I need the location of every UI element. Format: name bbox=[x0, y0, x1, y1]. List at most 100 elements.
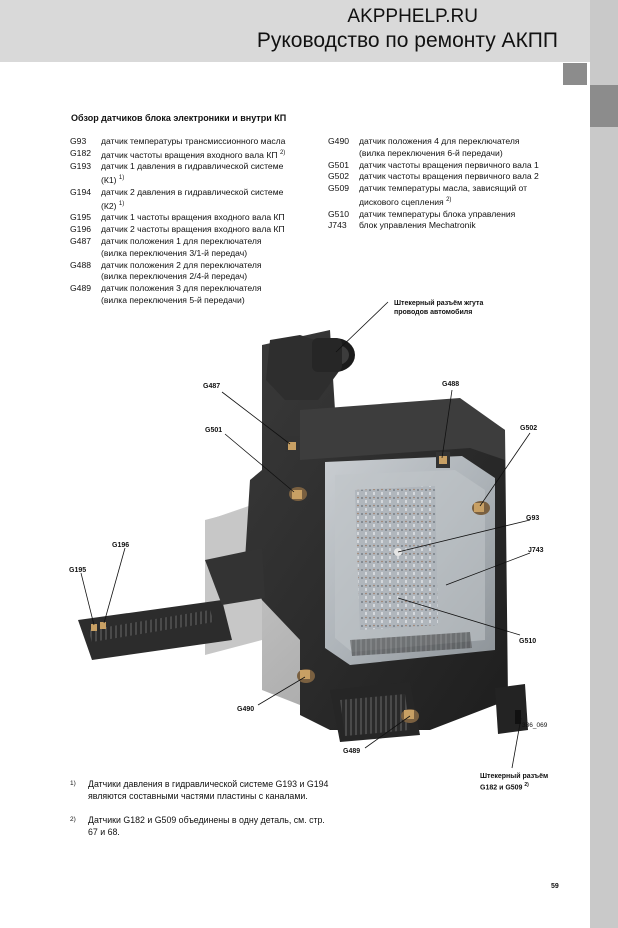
legend-item: G502 датчик частоты вращения первичного в… bbox=[328, 171, 568, 183]
harness-connector-label-line2: проводов автомобиля bbox=[394, 309, 473, 316]
legend-code: G487 bbox=[70, 235, 92, 246]
legend-code: G195 bbox=[70, 212, 92, 223]
footnote-mark: 2) bbox=[279, 149, 286, 156]
footnote-text: Датчики давления в гидравлической систем… bbox=[88, 779, 329, 801]
legend-description: датчик частоты вращения входного вала КП… bbox=[101, 148, 332, 162]
mechatronic-illustration bbox=[78, 301, 531, 769]
legend-description-line1: датчик частоты вращения первичного вала … bbox=[359, 171, 539, 182]
legend-description: датчик температуры блока управления bbox=[359, 209, 568, 221]
legend-code: G194 bbox=[70, 186, 92, 197]
legend-code: G490 bbox=[328, 136, 350, 146]
label-g510: G510 bbox=[519, 638, 537, 645]
plug-g182-g509-label: Штекерный разъём G182 и G509 2) bbox=[480, 772, 548, 792]
manual-title: Руководство по ремонту АКПП bbox=[256, 29, 558, 52]
legend-description-line2: (вилка переключения 5-й передачи) bbox=[101, 294, 245, 305]
label-g501: G501 bbox=[205, 427, 223, 434]
legend-item: G487 датчик положения 1 для переключателя… bbox=[70, 236, 332, 260]
label-g487: G487 bbox=[203, 383, 221, 390]
side-tab-small bbox=[563, 63, 587, 85]
legend-description-line1: датчик частоты вращения входного вала КП bbox=[101, 149, 278, 160]
footnote: 1)Датчики давления в гидравлической сист… bbox=[70, 778, 330, 802]
mechatronic-figure: Штекерный разъём жгута проводов автомоби… bbox=[0, 290, 590, 800]
legend-description-line1: блок управления Mechatronik bbox=[359, 220, 476, 231]
legend-item: G194 датчик 2 давления в гидравлической с… bbox=[70, 187, 332, 212]
legend-item: G490 датчик положения 4 для переключателя… bbox=[328, 136, 568, 160]
footnote-mark: 1) bbox=[118, 175, 125, 182]
legend-description: датчик температуры трансмиссионного масл… bbox=[101, 136, 332, 148]
legend-description-line2: (К2) bbox=[101, 200, 117, 211]
legend-description-line1: датчик температуры масла, зависящий от bbox=[359, 183, 528, 194]
page-header: AKPPHELP.RU Руководство по ремонту АКПП bbox=[0, 0, 590, 62]
legend-description: датчик частоты вращения первичного вала … bbox=[359, 160, 568, 172]
sensor-legend-right: G490 датчик положения 4 для переключателя… bbox=[328, 136, 568, 232]
legend-description-line2: (К1) bbox=[101, 175, 117, 186]
legend-item: G196 датчик 2 частоты вращения входного в… bbox=[70, 224, 332, 236]
footnote-text: Датчики G182 и G509 объединены в одну де… bbox=[88, 815, 325, 837]
label-g196: G196 bbox=[112, 542, 130, 549]
footnote-mark: 1) bbox=[118, 200, 125, 207]
legend-item: G193 датчик 1 давления в гидравлической с… bbox=[70, 161, 332, 186]
legend-code: G196 bbox=[70, 224, 92, 235]
legend-code: G489 bbox=[70, 283, 92, 294]
legend-code: G510 bbox=[328, 208, 350, 219]
label-g502: G502 bbox=[520, 425, 538, 432]
legend-description-line1: датчик 1 давления в гидравлической систе… bbox=[101, 161, 284, 172]
label-g195: G195 bbox=[69, 567, 87, 574]
section-title: Обзор датчиков блока электроники и внутр… bbox=[71, 113, 287, 123]
legend-code: G502 bbox=[328, 171, 350, 182]
label-j743: J743 bbox=[528, 547, 544, 554]
legend-description: датчик 2 частоты вращения входного вала … bbox=[101, 224, 332, 236]
plug-label-line1: Штекерный разъём bbox=[480, 773, 549, 780]
plug-label-footnote-mark: 2) bbox=[524, 782, 529, 788]
legend-code: J743 bbox=[328, 220, 347, 231]
legend-description-line1: датчик 2 частоты вращения входного вала … bbox=[101, 224, 285, 235]
legend-description-line2: дискового сцепления bbox=[359, 196, 444, 207]
legend-item: G182 датчик частоты вращения входного вал… bbox=[70, 148, 332, 162]
legend-item: G509 датчик температуры масла, зависящий … bbox=[328, 183, 568, 208]
site-name: AKPPHELP.RU bbox=[347, 6, 478, 27]
legend-description-line1: датчик частоты вращения первичного вала … bbox=[359, 159, 539, 170]
legend-description: датчик температуры масла, зависящий от ди… bbox=[359, 183, 568, 208]
harness-connector-label: Штекерный разъём жгута проводов автомоби… bbox=[394, 299, 483, 317]
legend-description: датчик частоты вращения первичного вала … bbox=[359, 171, 568, 183]
legend-description: датчик 1 давления в гидравлической систе… bbox=[101, 161, 332, 186]
legend-item: G488 датчик положения 2 для переключателя… bbox=[70, 260, 332, 284]
legend-code: G488 bbox=[70, 259, 92, 270]
legend-item: G510 датчик температуры блока управления bbox=[328, 209, 568, 221]
plug-label-codes: G182 и G509 bbox=[480, 784, 523, 792]
legend-description: датчик 2 давления в гидравлической систе… bbox=[101, 187, 332, 212]
legend-description-line2: (вилка переключения 6-й передачи) bbox=[359, 147, 503, 158]
footnotes: 1)Датчики давления в гидравлической сист… bbox=[70, 778, 330, 850]
legend-item: G489 датчик положения 3 для переключателя… bbox=[70, 283, 332, 307]
plug-label-line2: G182 и G509 2) bbox=[480, 781, 548, 792]
legend-code: G509 bbox=[328, 183, 350, 194]
legend-code: G182 bbox=[70, 147, 92, 158]
legend-item: G195 датчик 1 частоты вращения входного в… bbox=[70, 212, 332, 224]
legend-description: датчик положения 3 для переключателя(вил… bbox=[101, 283, 332, 307]
legend-description-line2: (вилка переключения 2/4-й передач) bbox=[101, 271, 248, 282]
legend-description-line1: датчик температуры блока управления bbox=[359, 208, 516, 219]
legend-code: G93 bbox=[70, 136, 87, 146]
legend-description: датчик 1 частоты вращения входного вала … bbox=[101, 212, 332, 224]
legend-item: J743 блок управления Mechatronik bbox=[328, 220, 568, 232]
label-g488: G488 bbox=[442, 381, 460, 388]
sensor-legend-left: G93 датчик температуры трансмиссионного м… bbox=[70, 136, 332, 307]
legend-description-line2: (вилка переключения 3/1-й передач) bbox=[101, 247, 248, 258]
legend-code: G501 bbox=[328, 159, 350, 170]
legend-description-line1: датчик 2 давления в гидравлической систе… bbox=[101, 186, 284, 197]
side-margin-bar bbox=[590, 0, 618, 928]
page-number: 59 bbox=[551, 883, 559, 890]
legend-description: блок управления Mechatronik bbox=[359, 220, 568, 232]
footnote-mark: 2) bbox=[446, 196, 452, 203]
label-g489: G489 bbox=[343, 748, 361, 755]
footnote: 2)Датчики G182 и G509 объединены в одну … bbox=[70, 814, 330, 838]
figure-id: 386_069 bbox=[522, 722, 548, 729]
label-g93: G93 bbox=[526, 515, 540, 522]
legend-description-line1: датчик положения 4 для переключателя bbox=[359, 136, 520, 146]
label-g490: G490 bbox=[237, 706, 255, 713]
legend-code: G193 bbox=[70, 161, 92, 172]
legend-description-line1: датчик положения 1 для переключателя bbox=[101, 235, 262, 246]
side-tab-large bbox=[590, 85, 618, 127]
legend-description: датчик положения 2 для переключателя(вил… bbox=[101, 260, 332, 284]
legend-description: датчик положения 1 для переключателя(вил… bbox=[101, 236, 332, 260]
